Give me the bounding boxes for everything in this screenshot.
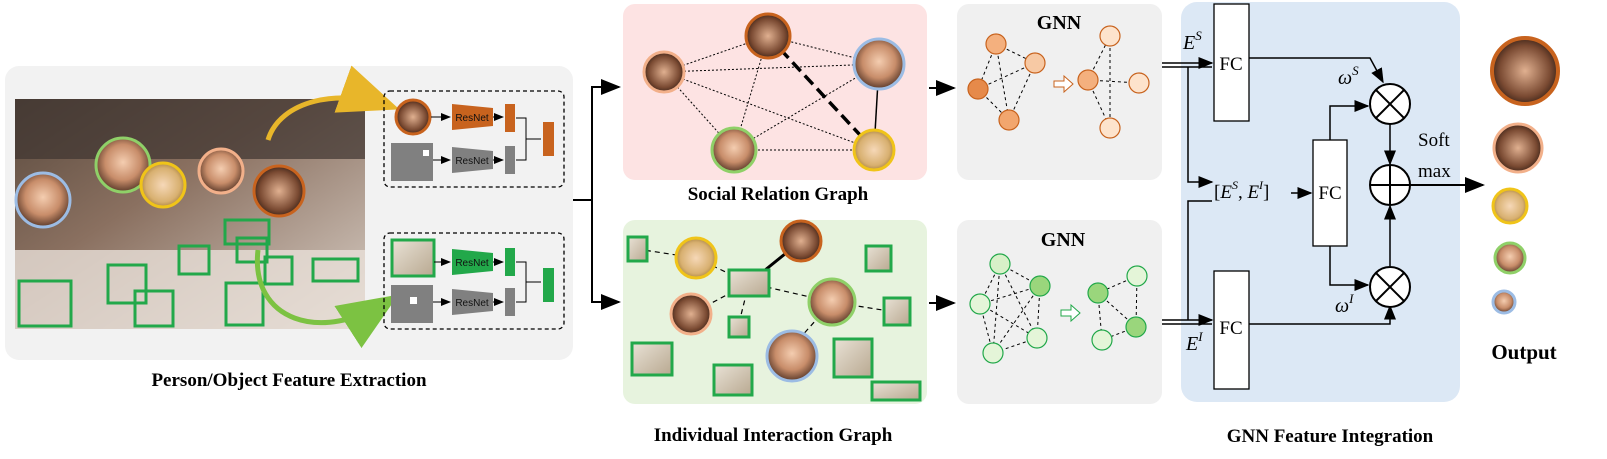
social-node-lightgreen — [710, 126, 758, 174]
resnet-label: ResNet — [455, 298, 489, 309]
add-operator — [1369, 164, 1411, 206]
feature-extraction-panel: ResNet ResNet ResNet ResNe — [5, 65, 573, 391]
social-graph-title: Social Relation Graph — [688, 184, 869, 205]
social-node-blue — [852, 37, 906, 91]
resnet-label: ResNet — [455, 258, 489, 269]
person-blue-marker — [14, 171, 72, 229]
split-connector — [573, 79, 621, 310]
resnet-label: ResNet — [455, 113, 489, 124]
interaction-graph-title: Individual Interaction Graph — [654, 425, 893, 446]
output-rank-4 — [1493, 241, 1527, 275]
social-node-orange — [744, 12, 792, 60]
softmax-label-line1: Soft — [1418, 130, 1450, 151]
fc-label: FC — [1219, 318, 1242, 339]
multiply-top-operator — [1369, 83, 1411, 125]
gnn-bottom-nodes-right — [1087, 265, 1148, 351]
interaction-node-yellow — [674, 236, 718, 280]
strong-relation-edge — [766, 34, 876, 152]
interaction-node-blue — [765, 329, 819, 383]
integration-title: GNN Feature Integration — [1227, 426, 1434, 447]
social-node-yellow — [852, 128, 896, 172]
person-yellow-marker — [139, 161, 187, 209]
output-rank-1 — [1490, 36, 1560, 106]
ei-input — [1162, 314, 1214, 326]
social-relation-graph-panel: Social Relation Graph — [623, 4, 927, 205]
gnn-update-arrow-icon — [1060, 303, 1081, 323]
integration-panel: ES EI FC FC FC [ES, EI] — [1162, 2, 1485, 447]
gnn-bottom-nodes-left — [969, 253, 1051, 364]
gnn-top-nodes-right — [1077, 25, 1150, 139]
output-rank-2 — [1492, 122, 1544, 174]
object-feature-box: ResNet ResNet — [383, 232, 565, 330]
interaction-node-lightgreen — [807, 277, 857, 327]
gnn-top-nodes-left — [967, 33, 1046, 131]
fc-label: FC — [1318, 183, 1341, 204]
person-feature-box: ResNet ResNet — [383, 90, 565, 188]
gnn-update-arrow-icon — [1053, 74, 1074, 94]
output-rank-3 — [1491, 187, 1529, 225]
resnet-label: ResNet — [455, 156, 489, 167]
weight-connections — [1249, 57, 1396, 325]
multiply-bottom-operator — [1369, 266, 1411, 308]
concat-branches — [1187, 67, 1214, 320]
interaction-node-peach — [669, 292, 713, 336]
social-node-peach — [642, 50, 686, 94]
object-boxes — [17, 218, 360, 328]
interaction-object-nodes — [626, 235, 922, 402]
fc-top-box — [1213, 3, 1250, 122]
interaction-node-orange — [779, 219, 823, 263]
omega-s-label: ωS — [1338, 63, 1359, 89]
object-crop-arrow — [254, 249, 399, 349]
interaction-graph-panel: Individual Interaction Graph — [623, 219, 927, 446]
gnn-bottom-panel: GNN — [957, 220, 1162, 404]
gnn-top-panel: GNN — [957, 4, 1162, 180]
fc-mid-box — [1312, 139, 1348, 247]
softmax-label-line2: max — [1418, 161, 1451, 182]
gnn-label: GNN — [1041, 229, 1086, 251]
person-crop-arrow — [265, 65, 400, 141]
fc-label: FC — [1219, 54, 1242, 75]
person-peach-marker — [197, 147, 245, 195]
person-lightgreen-marker — [94, 136, 152, 194]
input-photo — [14, 99, 365, 329]
output-rank-5 — [1491, 289, 1517, 315]
gnn-label: GNN — [1037, 12, 1082, 34]
extraction-title: Person/Object Feature Extraction — [151, 370, 427, 391]
person-orange-marker — [252, 164, 306, 218]
ei-label: EI — [1185, 329, 1203, 355]
omega-i-label: ωI — [1335, 291, 1354, 317]
es-input — [1162, 57, 1214, 69]
output-ranking: Output — [1490, 36, 1560, 364]
fc-bottom-box — [1213, 270, 1250, 390]
es-label: ES — [1182, 28, 1202, 54]
concat-label: [ES, EI] — [1214, 178, 1269, 203]
output-title: Output — [1491, 340, 1556, 364]
